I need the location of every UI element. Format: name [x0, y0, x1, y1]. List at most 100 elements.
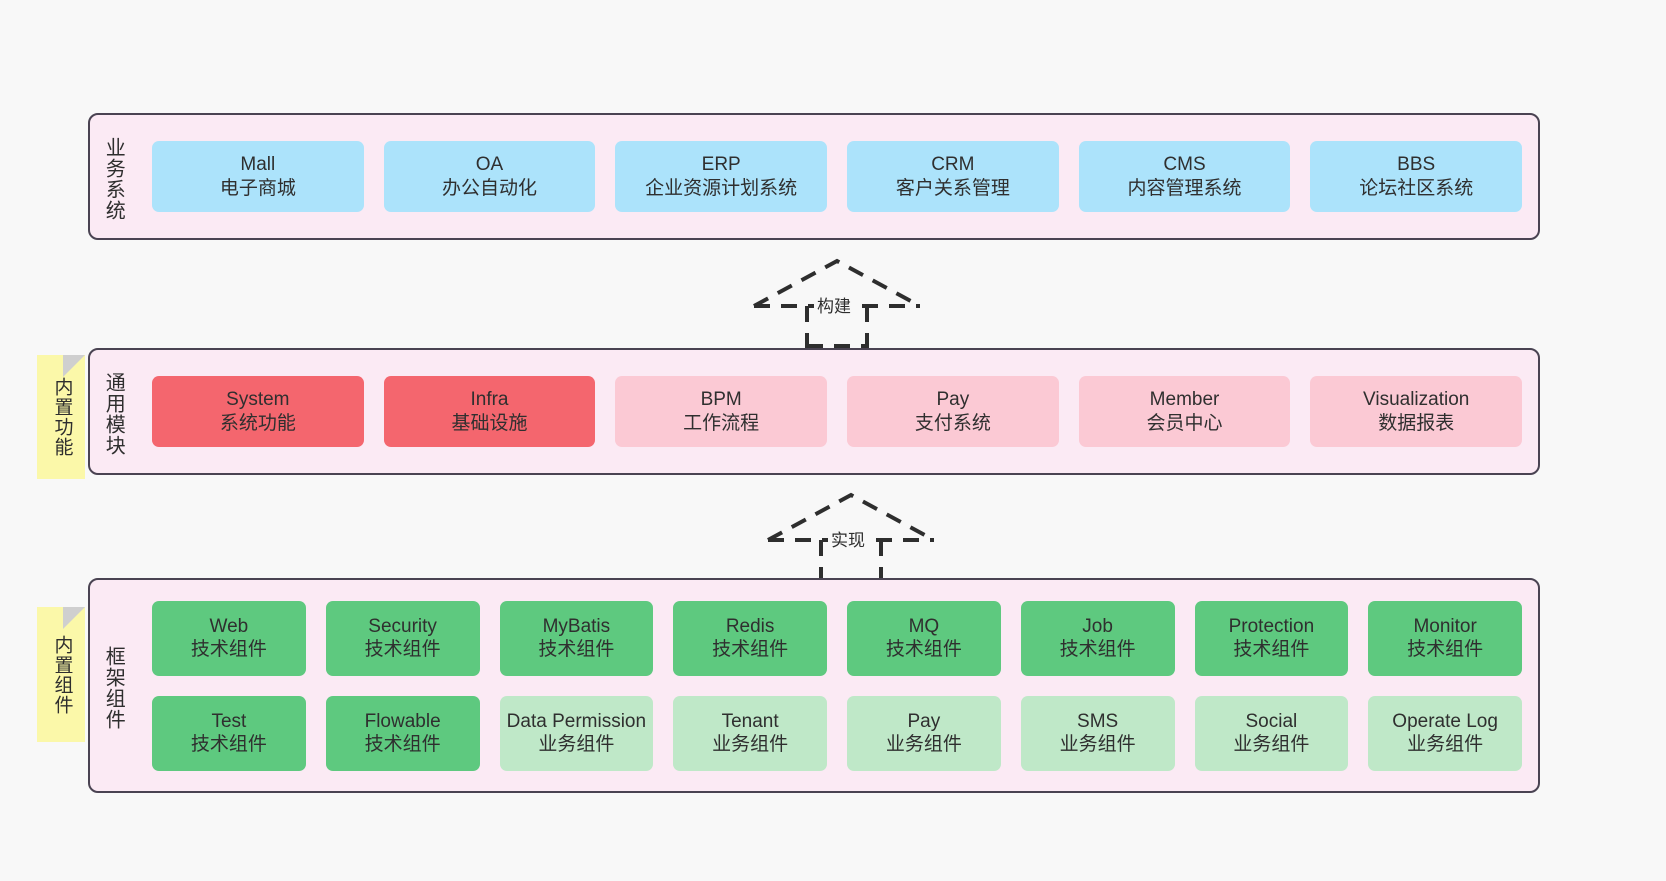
card-title-cn: 技术组件 — [364, 734, 441, 755]
card-job[interactable]: Job 技术组件 — [1020, 600, 1175, 676]
connector-label-impl: 实现 — [828, 526, 868, 551]
card-title-en: Operate Log — [1392, 710, 1498, 732]
card-title-en: BPM — [700, 389, 742, 411]
card-title-en: Pay — [936, 389, 970, 411]
card-title-cn: 技术组件 — [885, 639, 962, 660]
card-visualization[interactable]: Visualization 数据报表 — [1310, 376, 1523, 447]
sticky-note-builtin-function: 内置功能 — [37, 355, 85, 479]
card-system[interactable]: System 系统功能 — [152, 376, 364, 447]
card-title-en: CRM — [931, 154, 975, 176]
card-title-cn: 业务组件 — [1059, 734, 1136, 755]
card-title-en: BBS — [1397, 154, 1436, 176]
card-crm[interactable]: CRM 客户关系管理 — [847, 141, 1059, 212]
card-title-cn: 系统功能 — [219, 412, 296, 434]
card-title-en: Flowable — [364, 710, 441, 732]
layer-common-modules: 通用模块 System 系统功能 Infra 基础设施 BPM 工作流程 Pay… — [88, 348, 1540, 475]
card-title-cn: 业务组件 — [1233, 734, 1310, 755]
card-title-cn: 技术组件 — [538, 639, 615, 660]
card-title-cn: 业务组件 — [712, 734, 789, 755]
connector-label-build: 构建 — [814, 292, 854, 317]
card-infra[interactable]: Infra 基础设施 — [383, 376, 596, 447]
card-row: Mall 电子商城 OA 办公自动化 ERP 企业资源计划系统 CRM 客户关系… — [152, 141, 1523, 212]
card-title-en: Member — [1149, 389, 1220, 411]
layer-body-frame: Web 技术组件 Security 技术组件 MyBatis 技术组件 Redi… — [136, 580, 1538, 791]
card-title-cn: 电子商城 — [219, 177, 296, 199]
card-title-cn: 技术组件 — [712, 639, 789, 660]
card-title-en: Test — [211, 710, 247, 732]
card-test[interactable]: Test 技术组件 — [152, 695, 306, 771]
card-title-cn: 技术组件 — [190, 734, 267, 755]
layer-title-frame: 框架组件 — [102, 645, 125, 730]
card-bbs[interactable]: BBS 论坛社区系统 — [1310, 141, 1523, 212]
card-member[interactable]: Member 会员中心 — [1078, 376, 1291, 447]
sticky-note-text: 内置功能 — [51, 377, 73, 457]
card-title-cn: 业务组件 — [885, 734, 962, 755]
layer-body-common: System 系统功能 Infra 基础设施 BPM 工作流程 Pay 支付系统… — [136, 350, 1538, 473]
card-social[interactable]: Social 业务组件 — [1194, 695, 1349, 771]
card-bpm[interactable]: BPM 工作流程 — [615, 376, 828, 447]
card-title-cn: 客户关系管理 — [895, 177, 1010, 199]
card-sms[interactable]: SMS 业务组件 — [1020, 695, 1175, 771]
card-security[interactable]: Security 技术组件 — [325, 600, 480, 676]
card-title-en: ERP — [701, 154, 741, 176]
card-title-cn: 技术组件 — [1059, 639, 1136, 660]
card-title-cn: 技术组件 — [1233, 639, 1310, 660]
card-title-en: OA — [475, 154, 504, 176]
card-title-cn: 业务组件 — [1407, 734, 1484, 755]
card-operate-log[interactable]: Operate Log 业务组件 — [1368, 695, 1522, 771]
card-tenant[interactable]: Tenant 业务组件 — [673, 695, 827, 771]
card-title-cn: 技术组件 — [190, 639, 267, 660]
card-protection[interactable]: Protection 技术组件 — [1194, 600, 1349, 676]
card-title-cn: 业务组件 — [538, 734, 615, 755]
card-erp[interactable]: ERP 企业资源计划系统 — [615, 141, 828, 212]
card-title-cn: 基础设施 — [451, 412, 528, 434]
card-title-en: Protection — [1228, 615, 1315, 637]
card-title-cn: 数据报表 — [1378, 412, 1455, 434]
card-monitor[interactable]: Monitor 技术组件 — [1368, 600, 1522, 676]
sticky-note-builtin-component: 内置组件 — [37, 607, 85, 742]
card-title-cn: 技术组件 — [1407, 639, 1484, 660]
card-title-cn: 会员中心 — [1146, 412, 1223, 434]
sticky-note-text: 内置组件 — [51, 634, 73, 715]
card-mq[interactable]: MQ 技术组件 — [847, 600, 1001, 676]
card-flowable[interactable]: Flowable 技术组件 — [325, 695, 480, 771]
card-title-en: MyBatis — [542, 615, 611, 637]
card-title-en: System — [226, 389, 290, 411]
card-row: Test 技术组件 Flowable 技术组件 Data Permission … — [152, 695, 1522, 771]
card-title-en: Web — [209, 615, 249, 637]
card-oa[interactable]: OA 办公自动化 — [383, 141, 596, 212]
layer-body-business: Mall 电子商城 OA 办公自动化 ERP 企业资源计划系统 CRM 客户关系… — [136, 115, 1538, 238]
connector-build-arrow: 构建 — [752, 258, 922, 348]
card-title-cn: 技术组件 — [364, 639, 441, 660]
card-title-en: SMS — [1077, 710, 1119, 732]
card-title-en: Redis — [725, 615, 775, 637]
layer-title-business: 业务系统 — [102, 136, 125, 221]
card-title-en: Job — [1082, 615, 1113, 637]
card-data-permission[interactable]: Data Permission 业务组件 — [499, 695, 654, 771]
card-pay-component[interactable]: Pay 业务组件 — [847, 695, 1001, 771]
card-title-en: Monitor — [1413, 615, 1477, 637]
card-cms[interactable]: CMS 内容管理系统 — [1078, 141, 1291, 212]
card-title-cn: 论坛社区系统 — [1359, 177, 1474, 199]
card-title-en: Security — [368, 615, 437, 637]
card-title-cn: 办公自动化 — [442, 177, 538, 199]
card-pay[interactable]: Pay 支付系统 — [847, 376, 1059, 447]
card-redis[interactable]: Redis 技术组件 — [673, 600, 827, 676]
card-title-en: Infra — [470, 389, 509, 411]
card-title-en: MQ — [908, 615, 940, 637]
card-title-en: Mall — [240, 154, 276, 176]
card-title-en: Pay — [907, 710, 941, 732]
card-title-en: CMS — [1163, 154, 1206, 176]
card-title-en: Data Permission — [506, 710, 647, 732]
layer-business-systems: 业务系统 Mall 电子商城 OA 办公自动化 ERP 企业资源计划系统 CRM… — [88, 113, 1540, 240]
card-web[interactable]: Web 技术组件 — [152, 600, 306, 676]
card-row: Web 技术组件 Security 技术组件 MyBatis 技术组件 Redi… — [152, 600, 1522, 676]
layer-title-common: 通用模块 — [102, 371, 125, 456]
layer-framework-components: 框架组件 Web 技术组件 Security 技术组件 MyBatis 技术组件… — [88, 578, 1540, 793]
card-mall[interactable]: Mall 电子商城 — [152, 141, 364, 212]
card-title-en: Visualization — [1363, 389, 1470, 411]
card-title-en: Social — [1245, 710, 1298, 732]
connector-implement-arrow: 实现 — [766, 492, 936, 582]
card-mybatis[interactable]: MyBatis 技术组件 — [499, 600, 654, 676]
